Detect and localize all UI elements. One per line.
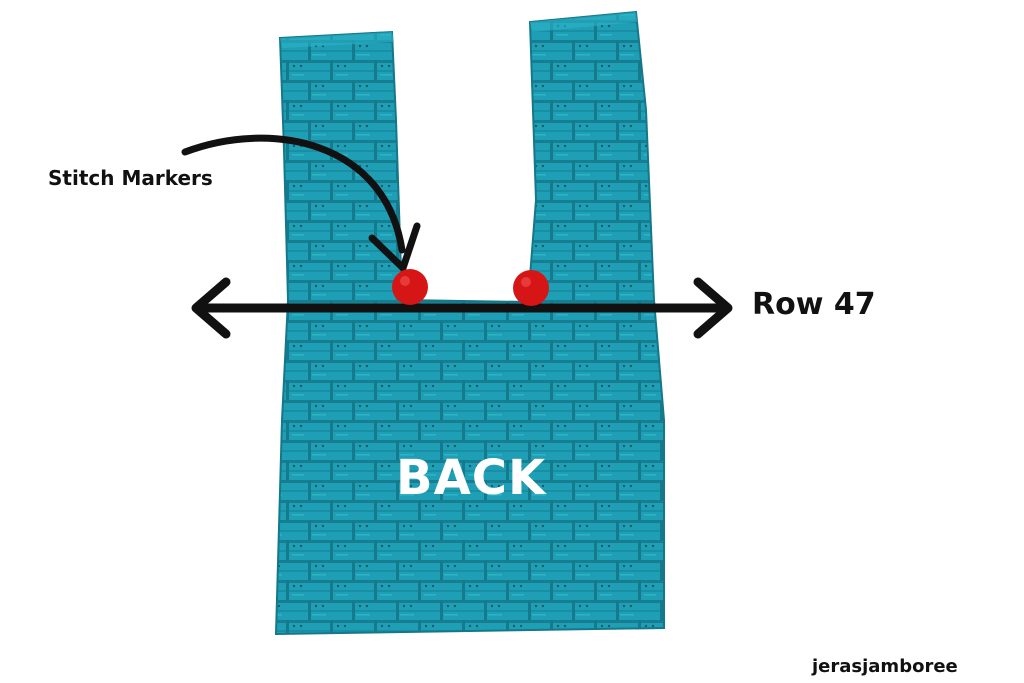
curved-arrow-head: [368, 222, 421, 272]
left-strap-edge: [280, 32, 394, 48]
panel-label: BACK: [396, 450, 547, 506]
stitch-marker-left-highlight: [400, 276, 410, 286]
stitch-markers-label: Stitch Markers: [48, 166, 213, 190]
row-label: Row 47: [752, 287, 876, 322]
watermark-text: jerasjamboree: [812, 656, 958, 677]
stitch-marker-right: [513, 270, 549, 306]
stitch-marker-left: [392, 269, 428, 305]
right-strap-edge: [530, 12, 637, 32]
curved-arrow: [181, 134, 406, 254]
row-arrow-left-head: [191, 277, 231, 339]
row-arrow-right-head: [693, 277, 733, 339]
vest-back-panel: [274, 10, 665, 636]
stitch-marker-right-highlight: [521, 277, 531, 287]
